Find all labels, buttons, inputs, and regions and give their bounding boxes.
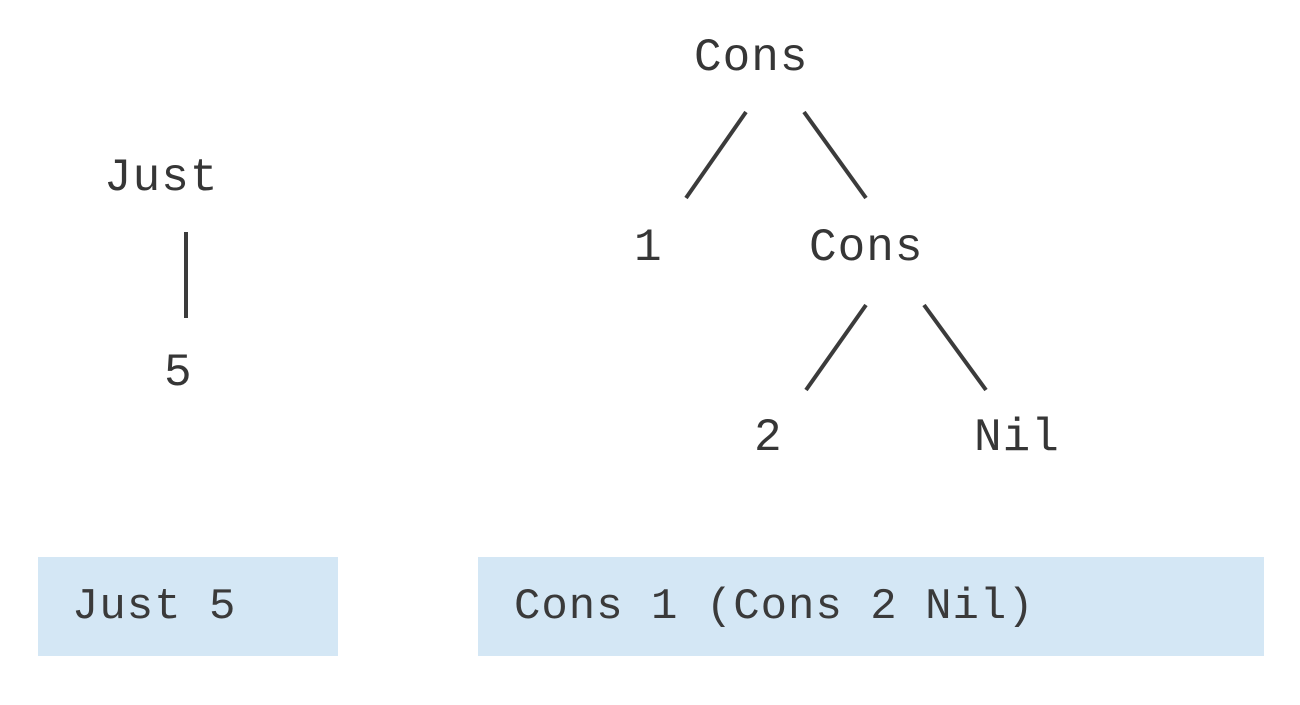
code-snippet-list: Cons 1 (Cons 2 Nil) [478, 557, 1264, 656]
edge-cons-to-1 [684, 110, 748, 200]
tree-node-cons-inner: Cons [809, 222, 924, 274]
tree-node-1: 1 [634, 222, 663, 274]
edge-cons2-to-2 [804, 303, 868, 392]
edge-cons2-to-nil [922, 303, 988, 392]
tree-node-2: 2 [754, 412, 783, 464]
tree-node-cons-root: Cons [694, 32, 809, 84]
tree-node-just: Just [104, 152, 219, 204]
tree-node-5: 5 [164, 347, 193, 399]
code-snippet-list-text: Cons 1 (Cons 2 Nil) [514, 581, 1035, 632]
tree-node-nil: Nil [974, 412, 1060, 464]
edge-cons-to-cons [802, 110, 868, 200]
code-snippet-maybe: Just 5 [38, 557, 338, 656]
code-snippet-maybe-text: Just 5 [72, 581, 237, 632]
